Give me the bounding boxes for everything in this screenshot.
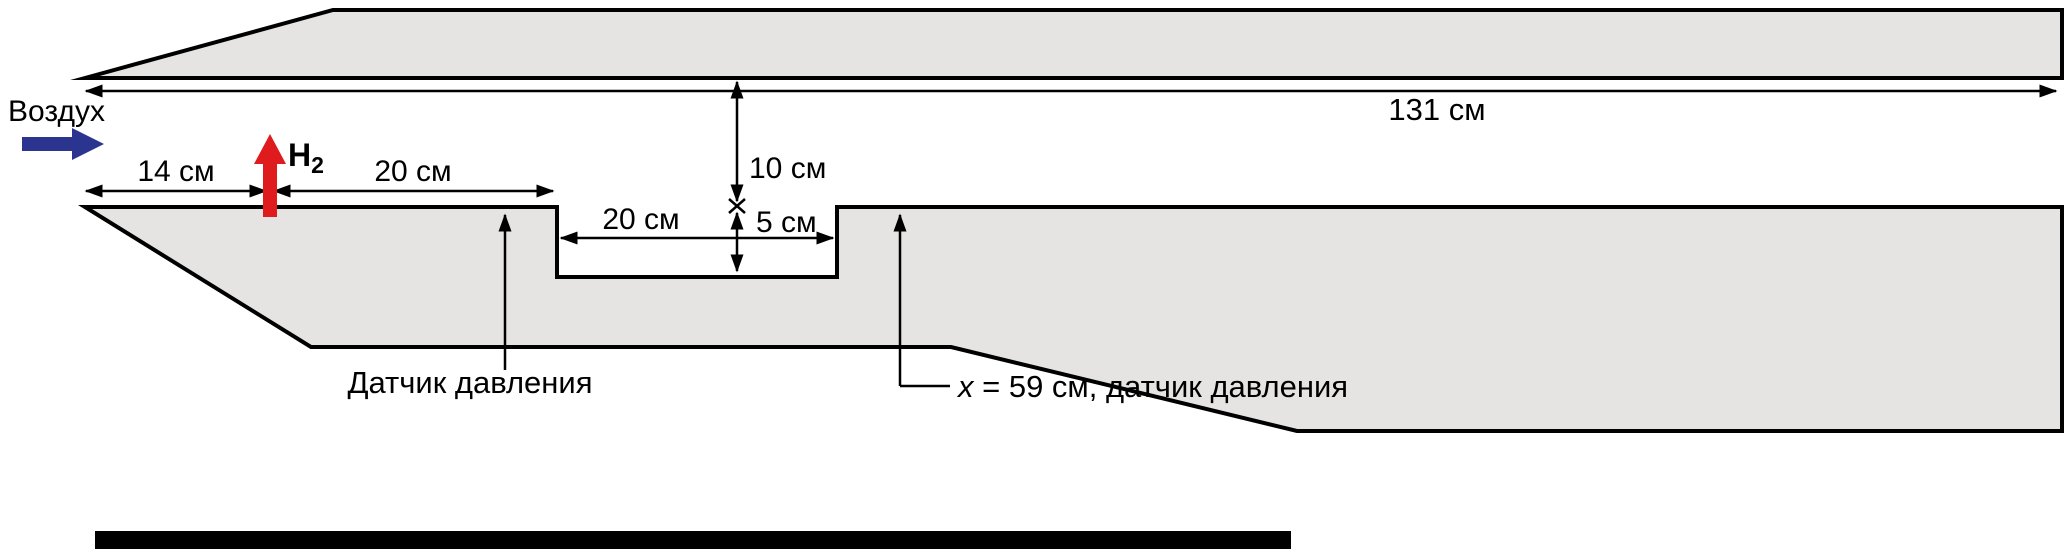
bottom-wall-with-cavity	[77, 205, 2064, 433]
sensor-x59-text: = 59 см, датчик давления	[974, 369, 1349, 404]
h2-label: H2	[288, 137, 324, 178]
dimension-cross-tick	[728, 198, 746, 214]
dimension-label-total-length: 131 см	[1388, 92, 1485, 127]
sensor-x59-label: x = 59 см, датчик давления	[956, 369, 1348, 404]
air-flow-arrow	[22, 128, 104, 160]
sensor-x59-variable: x	[956, 369, 975, 404]
top-wall	[70, 8, 2064, 80]
dimension-label-10cm: 10 см	[749, 152, 826, 185]
dimension-label-14cm: 14 см	[137, 155, 214, 188]
dimension-label-20cm-top: 20 см	[374, 155, 451, 188]
dimension-label-20cm-cavity: 20 см	[602, 203, 679, 236]
h2-injection-arrow	[254, 134, 286, 217]
air-label: Воздух	[8, 95, 105, 128]
dimension-label-5cm: 5 см	[756, 206, 817, 239]
h2-subscript: 2	[311, 152, 324, 178]
h2-symbol: H	[288, 137, 311, 173]
lower-wall-bar	[95, 531, 1291, 549]
sensor-front-label: Датчик давления	[347, 365, 592, 400]
